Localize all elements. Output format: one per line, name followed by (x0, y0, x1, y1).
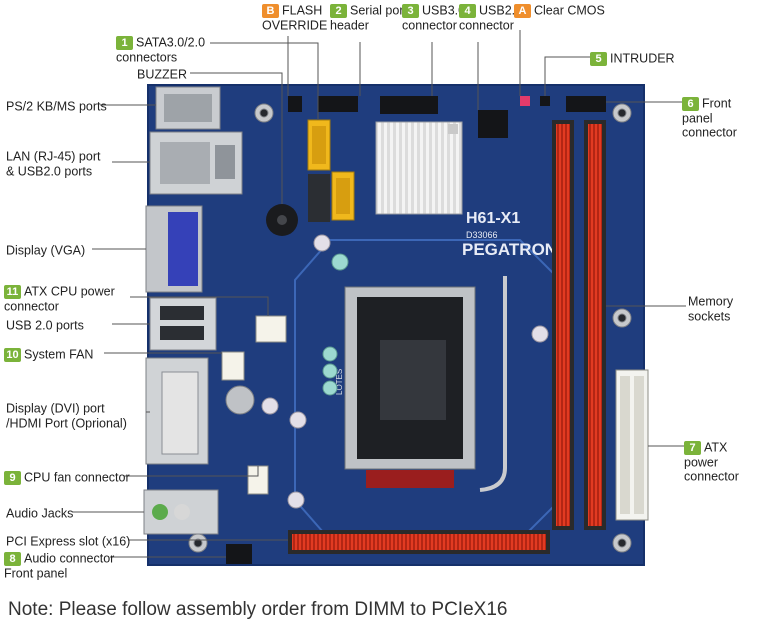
cpu-socket: LOTES (335, 276, 507, 492)
label-text: LAN (RJ-45) port & USB2.0 ports (6, 149, 101, 179)
label-text: Audio connector Front panel (4, 551, 115, 581)
capacitors (225, 234, 549, 509)
label-text: System FAN (24, 347, 94, 362)
serial-header (318, 96, 358, 112)
board-print: H61-X1 D33066 PEGATRON (462, 210, 557, 259)
label-buzzer: BUZZER (137, 67, 187, 82)
label-text: FLASH OVERRIDE (262, 3, 328, 33)
label-text: Memory sockets (688, 294, 734, 324)
label-badge: 4 (459, 3, 476, 18)
rear-io (143, 86, 243, 535)
clear-cmos-jumper (520, 96, 530, 106)
socket-text: LOTES (335, 369, 344, 395)
sata-leader-line (210, 42, 319, 120)
label-text: CPU fan connector (24, 470, 130, 485)
pin-headers (221, 96, 606, 564)
system-fan-header (221, 351, 245, 381)
label-dvi: Display (DVI) port /HDMI Port (Oprional) (6, 401, 127, 431)
label-badge: 1 (116, 35, 133, 50)
pcie-slot (288, 530, 550, 554)
sata-connectors (307, 119, 355, 222)
label-text: ATX power connector (684, 440, 739, 485)
cpu-power-leader-line (130, 296, 269, 316)
label-badge: 11 (4, 284, 21, 299)
assembly-note: Note: Please follow assembly order from … (8, 599, 508, 620)
label-text: Clear CMOS (534, 3, 605, 18)
mounting-holes (188, 103, 632, 553)
label-text: ATX CPU power connector (4, 284, 115, 314)
label-text: Display (VGA) (6, 243, 86, 258)
atx-power-connector (615, 369, 649, 521)
front-panel-header (566, 96, 606, 112)
label-badge: 8 (4, 551, 21, 566)
label-badge: 10 (4, 347, 21, 362)
label-lan: LAN (RJ-45) port & USB2.0 ports (6, 149, 101, 179)
label-text: INTRUDER (610, 51, 675, 66)
usb30-header (380, 96, 438, 114)
buzzer (266, 204, 298, 236)
label-text: USB3.0 connector (402, 3, 466, 33)
label-badge: 2 (330, 3, 347, 18)
label-badge: 7 (684, 440, 701, 455)
audio-front-header (226, 544, 252, 564)
label-badge: B (262, 3, 279, 18)
board-model-text: H61-X1 (466, 210, 520, 227)
label-text: Display (DVI) port /HDMI Port (Oprional) (6, 401, 127, 431)
cpu-power-connector (255, 315, 287, 343)
intruder-leader-line (544, 56, 590, 96)
label-text: Front panel connector (682, 96, 737, 141)
label-audio-jacks: Audio Jacks (6, 506, 73, 521)
cpu-fan-leader-line (124, 466, 259, 477)
label-badge: 6 (682, 96, 699, 111)
label-text: SATA3.0/2.0 connectors (116, 35, 206, 65)
board-brand-text: PEGATRON (462, 240, 557, 259)
label-text: USB2.0 connector (459, 3, 523, 33)
label-ps2: PS/2 KB/MS ports (6, 99, 107, 114)
label-badge: A (514, 3, 531, 18)
label-badge: 9 (4, 470, 21, 485)
memory-slots (552, 120, 606, 530)
usb20-header (478, 110, 508, 138)
label-usb20: USB 2.0 ports (6, 318, 84, 333)
intruder-header (540, 96, 550, 106)
buzzer-leader-line (190, 72, 283, 204)
board-code-text: D33066 (466, 230, 498, 240)
label-text: USB 2.0 ports (6, 318, 84, 333)
label-pcie: PCI Express slot (x16) (6, 534, 130, 549)
label-vga: Display (VGA) (6, 243, 85, 258)
label-text: PCI Express slot (x16) (6, 534, 131, 549)
label-badge: 3 (402, 3, 419, 18)
chipset-heatsink (375, 121, 463, 215)
label-text: PS/2 KB/MS ports (6, 99, 107, 114)
label-text: Serial port header (330, 3, 407, 33)
label-badge: 5 (590, 51, 607, 66)
label-text: Audio Jacks (6, 506, 74, 521)
label-memory: Memory sockets (688, 294, 734, 324)
label-text: BUZZER (137, 67, 187, 82)
flash-override-jumper (288, 96, 302, 112)
